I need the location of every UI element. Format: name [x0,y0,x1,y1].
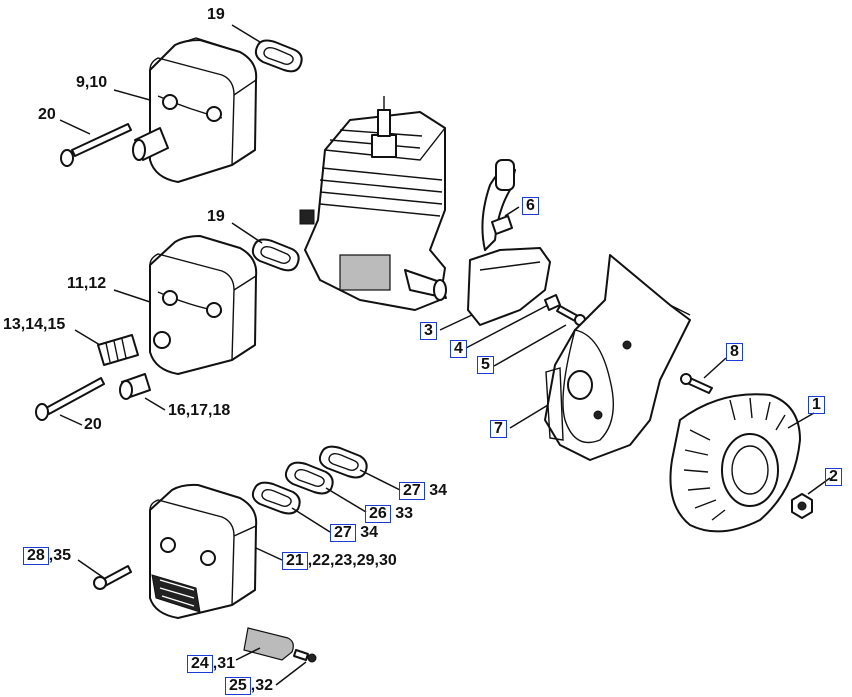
part-link-7[interactable]: 7 [490,420,507,438]
label-9-10: 9,10 [76,74,108,91]
label-25-32[interactable]: 25,32 [225,677,273,695]
label-13-14-15: 13,14,15 [3,316,66,333]
part-link-6[interactable]: 6 [522,197,539,215]
gasket-19-top [254,39,303,73]
muffler-bottom [149,483,258,619]
label-27-34-lower[interactable]: 27 34 [330,524,378,542]
clip-4 [544,294,561,311]
label-21-22-23-29-30[interactable]: 21,22,23,29,30 [282,552,397,570]
part-link-25[interactable]: 25 [225,677,251,695]
label-20-middle: 20 [84,416,102,433]
nut-2 [791,493,813,519]
muffler-top [132,37,258,183]
label-27-suffix: 34 [424,482,448,499]
part-link-26[interactable]: 26 [365,505,391,523]
part-link-1[interactable]: 1 [808,396,825,414]
part-link-4[interactable]: 4 [450,340,467,358]
gasket-19-middle [251,238,300,272]
label-2[interactable]: 2 [825,468,842,486]
label-26-suffix: 33 [390,505,414,522]
part-link-27-lower[interactable]: 27 [330,524,356,542]
part-link-28[interactable]: 28 [23,547,49,565]
label-24-31[interactable]: 24,31 [187,655,235,673]
gasket-27-lower [251,481,301,515]
shield-24 [243,627,294,661]
label-3[interactable]: 3 [420,322,437,340]
screw-28 [93,565,132,590]
label-5[interactable]: 5 [477,356,494,374]
label-20-top: 20 [38,106,56,123]
label-28-35[interactable]: 28,35 [23,547,71,565]
part-link-3[interactable]: 3 [420,322,437,340]
ignition-module [467,159,551,326]
label-27-lower-suffix: 34 [355,524,379,541]
screw-8 [680,373,713,394]
label-25-suffix: ,32 [250,677,274,694]
label-8[interactable]: 8 [726,343,743,361]
label-19-middle: 19 [207,208,225,225]
engine-cylinder [299,96,447,311]
part-link-21[interactable]: 21 [282,552,308,570]
label-1[interactable]: 1 [808,396,825,414]
bolt-20-middle [35,377,105,421]
gasket-26 [284,461,334,495]
label-16-17-18: 16,17,18 [168,402,231,419]
label-19-top: 19 [207,6,225,23]
part-link-27[interactable]: 27 [399,482,425,500]
fitting-16-17-18 [119,373,151,400]
part-link-8[interactable]: 8 [726,343,743,361]
label-28-suffix: ,35 [48,547,72,564]
label-11-12: 11,12 [67,275,107,292]
label-7[interactable]: 7 [490,420,507,438]
label-26-33[interactable]: 26 33 [365,505,413,523]
screw-25 [293,649,317,663]
label-27-34-upper[interactable]: 27 34 [399,482,447,500]
label-24-suffix: ,31 [212,655,236,672]
part-link-24[interactable]: 24 [187,655,213,673]
fan-housing [544,254,691,461]
part-link-5[interactable]: 5 [477,356,494,374]
screen-13-14-15 [97,334,139,366]
label-4[interactable]: 4 [450,340,467,358]
label-21-suffix: ,22,23,29,30 [307,552,397,569]
leader-lines [59,24,831,686]
flywheel [669,393,801,533]
bolt-20-top [60,123,132,167]
part-link-2[interactable]: 2 [825,468,842,486]
label-6[interactable]: 6 [522,197,539,215]
screw-5 [556,305,586,326]
muffler-middle [149,235,258,375]
